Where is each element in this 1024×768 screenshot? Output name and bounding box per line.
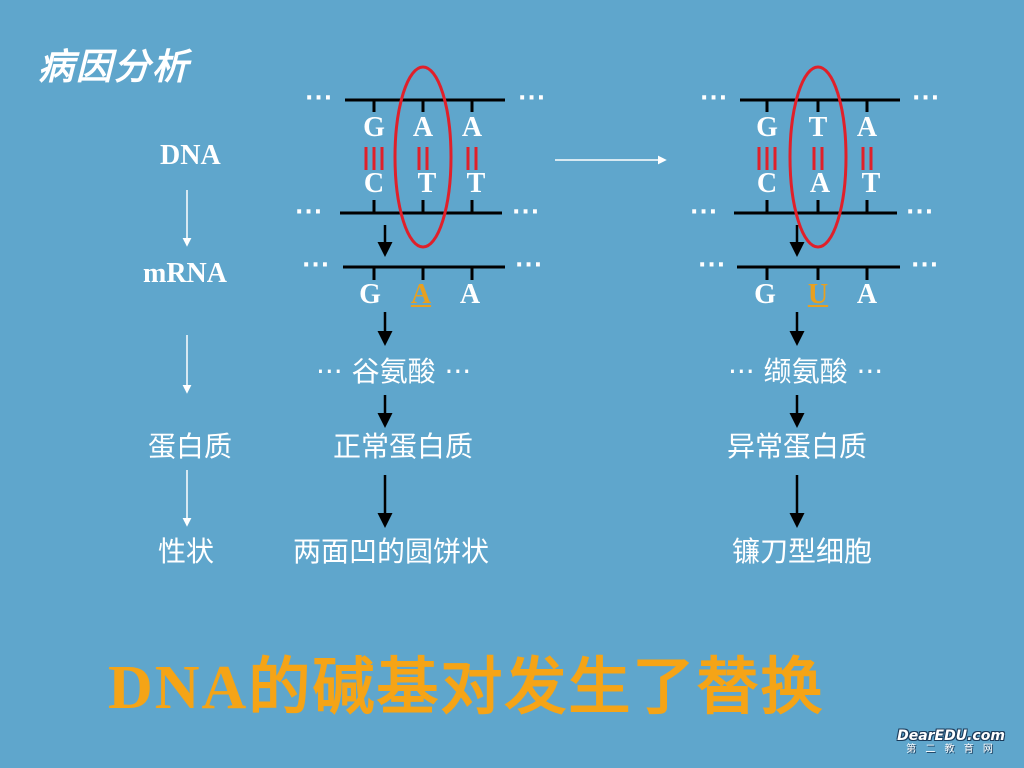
conclusion-headline: DNA的碱基对发生了替换 bbox=[108, 654, 825, 722]
normal-highlight-ellipse bbox=[393, 65, 453, 249]
normal-dna-bottom-base-1: C bbox=[363, 168, 385, 199]
label-dna: DNA bbox=[160, 140, 221, 171]
normal-dna-top-left-dots: ··· bbox=[305, 86, 334, 111]
mutant-dna-bottom-base-1: C bbox=[756, 168, 778, 199]
mutant-hydrogen-bonds bbox=[757, 147, 873, 170]
normal-dna-top-right-dots: ··· bbox=[518, 86, 547, 111]
mutant-mrna-base-2: U bbox=[807, 279, 829, 310]
normal-dna-bottom-base-2: T bbox=[417, 168, 437, 199]
label-protein: 蛋白质 bbox=[148, 430, 233, 463]
normal-mrna-base-1: G bbox=[359, 279, 381, 310]
mutant-dna-top-left-dots: ··· bbox=[700, 86, 729, 111]
normal-hydrogen-bonds bbox=[364, 147, 478, 170]
mutant-dna-bottom-base-3: T bbox=[861, 168, 881, 199]
mutant-highlight-ellipse bbox=[788, 65, 848, 249]
normal-dna-bottom-base-3: T bbox=[466, 168, 486, 199]
mutant-amino-acid: ··· 缬氨酸 ··· bbox=[728, 355, 884, 388]
mutant-mrna-base-3: A bbox=[856, 279, 878, 310]
normal-dna-bottom-right-dots: ··· bbox=[512, 200, 541, 225]
normal-dna-top-base-3: A bbox=[461, 112, 483, 143]
label-trait: 性状 bbox=[158, 535, 215, 568]
mutant-protein: 异常蛋白质 bbox=[727, 430, 868, 463]
slide-title: 病因分析 bbox=[38, 47, 191, 88]
site-logo: DearEDU.com 第 二 教 育 网 bbox=[890, 728, 1012, 758]
normal-dna-top-base-1: G bbox=[363, 112, 385, 143]
mutant-dna-strand bbox=[734, 98, 900, 215]
normal-trait: 两面凹的圆饼状 bbox=[293, 535, 490, 568]
mutant-mrna-strand bbox=[737, 265, 900, 280]
mutant-trait: 镰刀型细胞 bbox=[732, 535, 873, 568]
mutant-dna-bottom-left-dots: ··· bbox=[690, 200, 719, 225]
label-mrna: mRNA bbox=[143, 258, 227, 289]
normal-mrna-right-dots: ··· bbox=[515, 253, 544, 278]
mutant-dna-top-base-3: A bbox=[856, 112, 878, 143]
normal-mrna-strand bbox=[343, 265, 505, 280]
logo-text: DearEDU.com bbox=[897, 728, 1005, 744]
mutant-dna-bottom-base-2: A bbox=[809, 168, 831, 199]
mutant-mrna-base-1: G bbox=[754, 279, 776, 310]
normal-mrna-base-2: A bbox=[410, 279, 432, 310]
logo-subtext: 第 二 教 育 网 bbox=[906, 744, 996, 755]
normal-dna-strand bbox=[340, 98, 505, 215]
mutant-mrna-right-dots: ··· bbox=[911, 253, 940, 278]
mutant-dna-bottom-right-dots: ··· bbox=[906, 200, 935, 225]
normal-amino-acid: ··· 谷氨酸 ··· bbox=[316, 355, 472, 388]
normal-dna-top-base-2: A bbox=[412, 112, 434, 143]
mutant-mrna-left-dots: ··· bbox=[698, 253, 727, 278]
normal-mrna-left-dots: ··· bbox=[302, 253, 331, 278]
normal-protein: 正常蛋白质 bbox=[333, 430, 474, 463]
normal-mrna-base-3: A bbox=[459, 279, 481, 310]
normal-dna-bottom-left-dots: ··· bbox=[295, 200, 324, 225]
mutant-dna-top-base-2: T bbox=[808, 112, 828, 143]
mutant-dna-top-base-1: G bbox=[756, 112, 778, 143]
mutant-dna-top-right-dots: ··· bbox=[912, 86, 941, 111]
